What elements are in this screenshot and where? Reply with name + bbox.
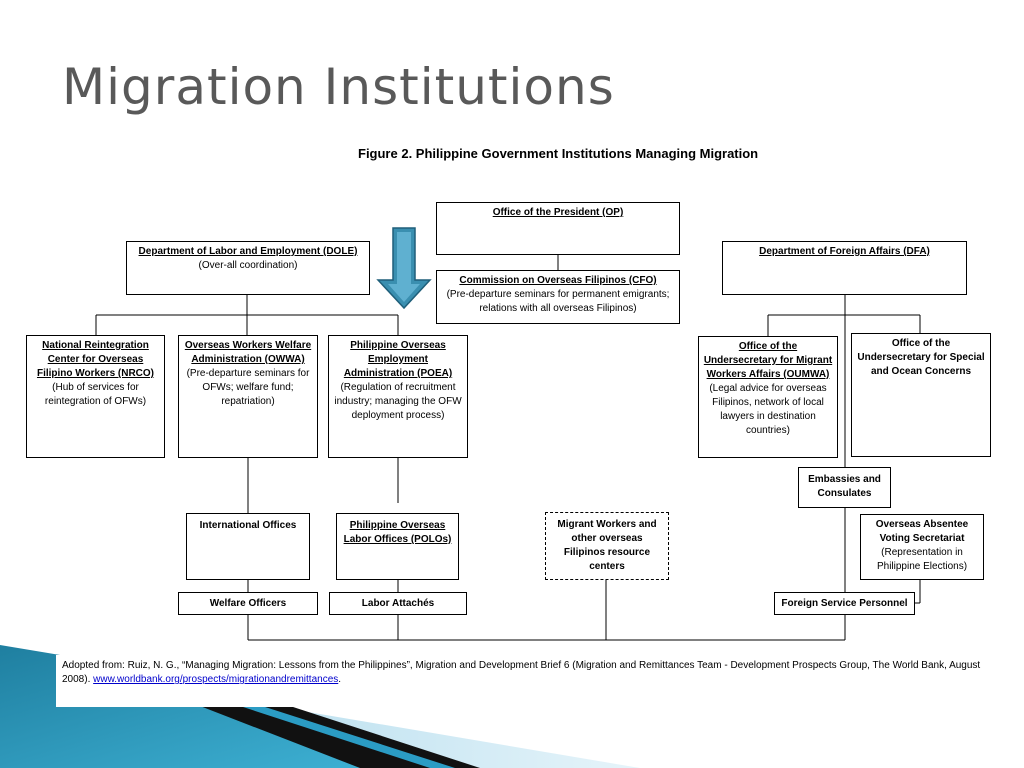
polo-title: Philippine Overseas Labor Offices (POLOs… bbox=[343, 520, 452, 545]
citation-footer: Adopted from: Ruiz, N. G., “Managing Mig… bbox=[56, 655, 996, 707]
worldbank-link[interactable]: www.worldbank.org/prospects/migrationand… bbox=[93, 674, 339, 685]
ovs-desc: (Representation in Philippine Elections) bbox=[876, 547, 968, 572]
poea-desc: (Regulation of recruitment industry; man… bbox=[334, 382, 462, 421]
foreign-service-box: Foreign Service Personnel bbox=[774, 592, 915, 615]
embassies-box: Embassies and Consulates bbox=[798, 467, 891, 508]
dole-desc: (Over-all coordination) bbox=[198, 260, 298, 271]
welfare-officers-title: Welfare Officers bbox=[209, 598, 287, 609]
owwa-title: Overseas Workers Welfare Administration … bbox=[184, 340, 312, 365]
ovs-title: Overseas Absentee Voting Secretariat bbox=[875, 519, 969, 544]
oumwa-desc: (Legal advice for overseas Filipinos, ne… bbox=[709, 383, 827, 436]
oumwa-title: Office of the Undersecretary for Migrant… bbox=[703, 341, 833, 380]
special-box: Office of the Undersecretary for Special… bbox=[851, 333, 991, 457]
welfare-officers-box: Welfare Officers bbox=[178, 592, 318, 615]
special-title: Office of the Undersecretary for Special… bbox=[857, 338, 985, 377]
owwa-desc: (Pre-departure seminars for OFWs; welfar… bbox=[186, 368, 310, 407]
embassies-title: Embassies and Consulates bbox=[808, 474, 881, 499]
dfa-box: Department of Foreign Affairs (DFA) bbox=[722, 241, 967, 295]
poea-title: Philippine Overseas Employment Administr… bbox=[343, 340, 453, 379]
ovs-box: Overseas Absentee Voting Secretariat (Re… bbox=[860, 514, 984, 580]
labor-attaches-box: Labor Attachés bbox=[329, 592, 467, 615]
intl-offices-title: International Offices bbox=[199, 520, 297, 531]
op-title: Office of the President (OP) bbox=[492, 207, 624, 218]
polo-box: Philippine Overseas Labor Offices (POLOs… bbox=[336, 513, 459, 580]
nrco-box: National Reintegration Center for Overse… bbox=[26, 335, 165, 458]
citation-end: . bbox=[338, 674, 342, 685]
dole-title: Department of Labor and Employment (DOLE… bbox=[138, 246, 358, 257]
nrco-title: National Reintegration Center for Overse… bbox=[36, 340, 155, 379]
resource-centers-box: Migrant Workers and other overseas Filip… bbox=[545, 512, 669, 580]
owwa-box: Overseas Workers Welfare Administration … bbox=[178, 335, 318, 458]
decor-teal-stripe bbox=[240, 706, 455, 768]
down-arrow-icon bbox=[376, 227, 432, 310]
intl-offices-box: International Offices bbox=[186, 513, 310, 580]
cfo-title: Commission on Overseas Filipinos (CFO) bbox=[459, 275, 657, 286]
dole-box: Department of Labor and Employment (DOLE… bbox=[126, 241, 370, 295]
dfa-title: Department of Foreign Affairs (DFA) bbox=[759, 246, 930, 257]
foreign-service-title: Foreign Service Personnel bbox=[781, 598, 908, 609]
op-box: Office of the President (OP) bbox=[436, 202, 680, 255]
poea-box: Philippine Overseas Employment Administr… bbox=[328, 335, 468, 458]
figure-caption: Figure 2. Philippine Government Institut… bbox=[358, 146, 759, 161]
citation-text: Adopted from: Ruiz, N. G., “Managing Mig… bbox=[62, 660, 981, 685]
slide-title: Migration Institutions bbox=[62, 58, 615, 116]
cfo-desc: (Pre-departure seminars for permanent em… bbox=[446, 289, 670, 314]
cfo-box: Commission on Overseas Filipinos (CFO) (… bbox=[436, 270, 680, 324]
oumwa-box: Office of the Undersecretary for Migrant… bbox=[698, 336, 838, 458]
labor-attaches-title: Labor Attachés bbox=[361, 598, 435, 609]
resource-centers-title: Migrant Workers and other overseas Filip… bbox=[557, 519, 657, 572]
nrco-desc: (Hub of services for reintegration of OF… bbox=[44, 382, 147, 407]
